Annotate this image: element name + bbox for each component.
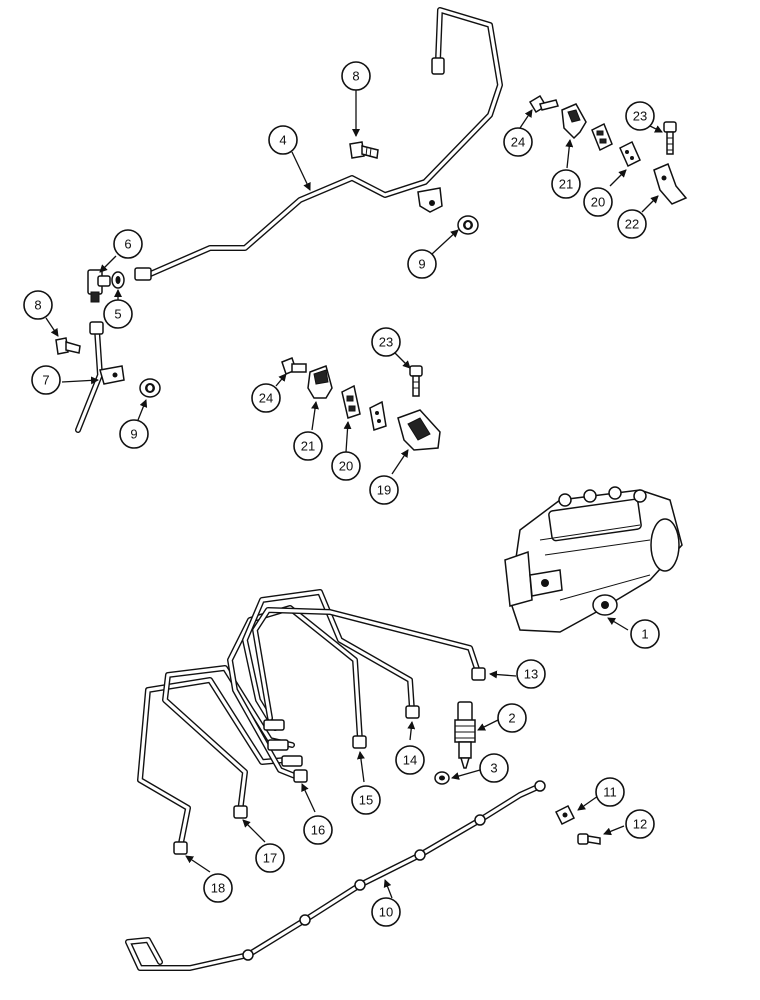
- callout-7: 7: [31, 365, 61, 395]
- callout-label: 2: [508, 711, 515, 726]
- grommet-part-9-upper: [457, 215, 479, 235]
- callout-label: 19: [377, 483, 391, 498]
- callout-label: 15: [359, 793, 373, 808]
- bolt-part-8-lower: [55, 337, 81, 355]
- callout-label: 20: [591, 195, 605, 210]
- washer-part-5: [111, 271, 125, 289]
- callout-label: 11: [603, 785, 617, 800]
- callout-label: 7: [42, 373, 49, 388]
- clamp-bracket-part-21-middle: [307, 365, 333, 399]
- callout-label: 24: [259, 391, 273, 406]
- callout-label: 12: [633, 817, 647, 832]
- leak-off-pipe-part-10: [125, 780, 546, 971]
- callout-label: 14: [403, 753, 417, 768]
- callout-label: 16: [311, 823, 325, 838]
- injector-part-2: [454, 701, 476, 769]
- callout-label: 22: [625, 217, 639, 232]
- pipe-part-7: [75, 321, 125, 433]
- callout-20-middle: 20: [331, 451, 361, 481]
- bolt-part-8-upper: [349, 141, 379, 159]
- clamp-part-20-upper-a: [591, 122, 613, 152]
- injector-pipes-parts-13-18: [137, 589, 486, 855]
- callout-label: 9: [130, 427, 137, 442]
- bolt-part-24-middle: [281, 357, 307, 375]
- callout-label: 6: [124, 237, 131, 252]
- washer-part-3: [434, 771, 450, 785]
- callout-18: 18: [203, 873, 233, 903]
- callout-label: 1: [641, 627, 648, 642]
- pipe-part-4: [134, 7, 503, 281]
- callout-label: 18: [211, 881, 225, 896]
- callout-24-middle: 24: [251, 383, 281, 413]
- callout-17: 17: [255, 843, 285, 873]
- clamp-bracket-part-21-upper: [561, 103, 587, 140]
- callout-19: 19: [369, 475, 399, 505]
- tee-fitting-part-6: [87, 269, 111, 303]
- callout-label: 21: [559, 177, 573, 192]
- callout-20-upper: 20: [583, 187, 613, 217]
- callout-16: 16: [303, 815, 333, 845]
- bolt-part-23-middle: [409, 365, 423, 397]
- callout-2: 2: [497, 703, 527, 733]
- injection-pump-part-1: [504, 486, 683, 633]
- clamp-part-20-upper-b: [619, 140, 641, 168]
- callout-11: 11: [595, 777, 625, 807]
- callout-label: 21: [301, 439, 315, 454]
- clamp-part-20-middle-a: [341, 384, 361, 419]
- callout-label: 24: [511, 135, 525, 150]
- callout-21-middle: 21: [293, 431, 323, 461]
- callout-9-upper: 9: [407, 249, 437, 279]
- callout-label: 23: [633, 109, 647, 124]
- callout-label: 20: [339, 459, 353, 474]
- callout-12: 12: [625, 809, 655, 839]
- callout-label: 4: [279, 133, 286, 148]
- callout-8-upper: 8: [341, 61, 371, 91]
- callout-label: 8: [352, 69, 359, 84]
- bolt-part-24-upper: [528, 94, 559, 114]
- clamp-part-20-middle-b: [369, 400, 387, 431]
- callout-label: 5: [114, 307, 121, 322]
- callout-8-lower: 8: [23, 290, 53, 320]
- callout-label: 8: [34, 298, 41, 313]
- callout-23-middle: 23: [371, 327, 401, 357]
- callout-6: 6: [113, 229, 143, 259]
- leader-lines: [45, 90, 663, 899]
- bracket-part-19: [397, 409, 441, 451]
- callout-21-upper: 21: [551, 169, 581, 199]
- callout-label: 23: [379, 335, 393, 350]
- callout-4: 4: [268, 125, 298, 155]
- bracket-part-22: [653, 162, 688, 205]
- bolt-part-23-upper: [663, 121, 677, 155]
- callout-label: 13: [524, 667, 538, 682]
- callout-24-upper: 24: [503, 127, 533, 157]
- grommet-part-9-lower: [139, 378, 161, 398]
- callout-14: 14: [395, 745, 425, 775]
- callout-1: 1: [630, 619, 660, 649]
- bolt-part-12: [577, 833, 601, 845]
- callout-label: 17: [263, 851, 277, 866]
- callout-5: 5: [103, 299, 133, 329]
- callout-10: 10: [371, 897, 401, 927]
- callout-label: 10: [379, 905, 393, 920]
- callout-3: 3: [479, 753, 509, 783]
- callout-label: 3: [490, 761, 497, 776]
- callout-label: 9: [418, 257, 425, 272]
- callout-15: 15: [351, 785, 381, 815]
- callout-13: 13: [516, 659, 546, 689]
- banjo-part-11: [554, 804, 576, 826]
- callout-9-lower: 9: [119, 419, 149, 449]
- callout-23-upper: 23: [625, 101, 655, 131]
- callout-22: 22: [617, 209, 647, 239]
